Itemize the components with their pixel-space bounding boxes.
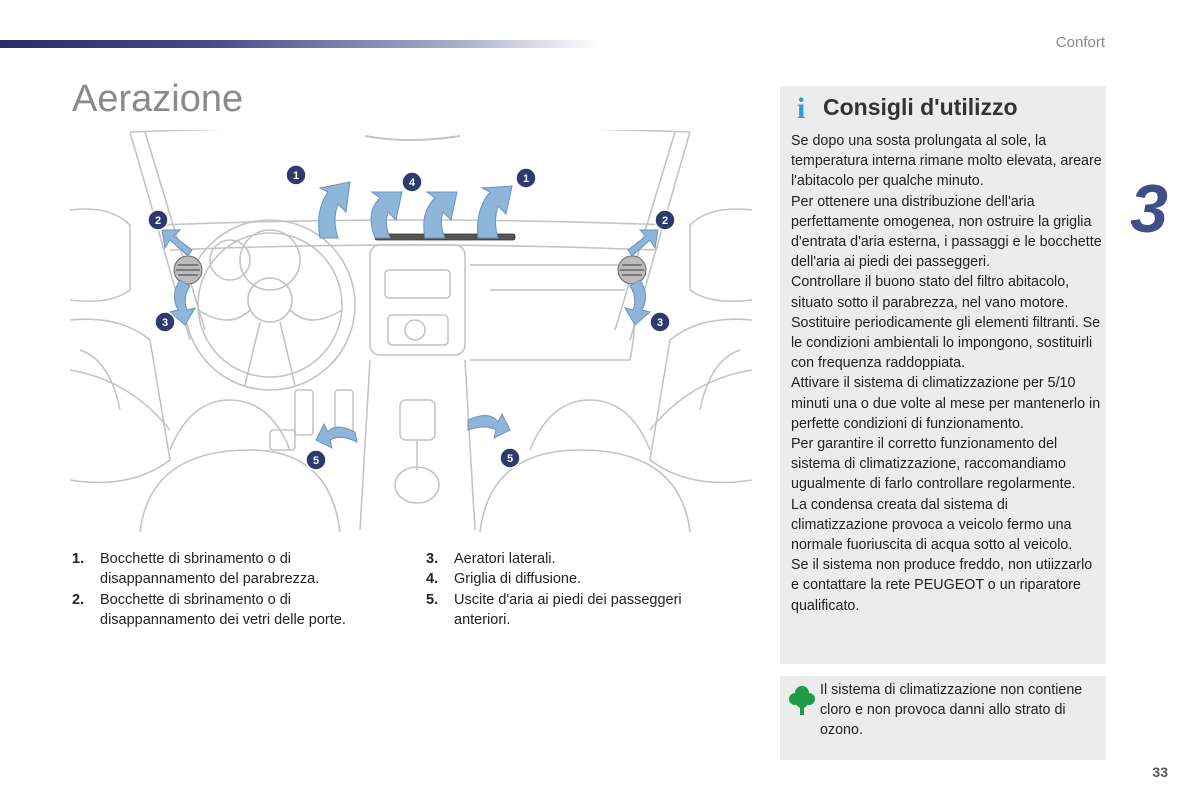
callout-badge-1-right: 1 — [515, 167, 537, 189]
legend-item-2: 2. Bocchette di sbrinamento o di disappa… — [72, 591, 346, 628]
callout-badge-3-right: 3 — [649, 311, 671, 333]
callout-badge-5-right: 5 — [499, 447, 521, 469]
legend-right-column: 3. Aeratori laterali. 4. Griglia di diff… — [426, 549, 726, 630]
svg-text:1: 1 — [293, 170, 299, 182]
svg-text:5: 5 — [313, 455, 319, 467]
callout-badge-3-left: 3 — [154, 311, 176, 333]
legend-left-column: 1. Bocchette di sbrinamento o di disappa… — [72, 549, 392, 630]
callout-badge-5-left: 5 — [305, 449, 327, 471]
page-number: 33 — [1152, 764, 1168, 780]
airflow-arrow-diffuser-right — [423, 191, 458, 239]
airflow-arrow-side-left-down — [168, 279, 197, 326]
chapter-number: 3 — [1130, 171, 1168, 247]
header-accent-bar — [0, 40, 600, 48]
callout-badge-4: 4 — [401, 171, 423, 193]
svg-text:2: 2 — [155, 215, 161, 227]
airflow-arrow-footwell-right — [467, 412, 511, 439]
svg-text:5: 5 — [507, 453, 513, 465]
airflow-arrow-side-right-down — [623, 279, 652, 326]
svg-text:2: 2 — [662, 215, 668, 227]
eco-note-box: Il sistema di climatizzazione non contie… — [780, 676, 1106, 760]
dashboard-ventilation-illustration: 1 4 1 2 2 3 3 5 5 — [70, 130, 752, 532]
svg-text:3: 3 — [657, 317, 663, 329]
left-side-vent — [173, 255, 203, 285]
callout-badge-2-left: 2 — [147, 209, 169, 231]
legend-item-5: 5. Uscite d'aria ai piedi dei passeggeri… — [426, 591, 682, 628]
info-icon: i — [797, 92, 806, 125]
airflow-arrow-windshield-left — [318, 181, 351, 239]
svg-text:1: 1 — [523, 173, 529, 185]
page-title: Aerazione — [72, 78, 244, 120]
callout-badge-2-right: 2 — [654, 209, 676, 231]
legend-item-4: 4. Griglia di diffusione. — [426, 571, 582, 588]
airflow-arrow-diffuser-left — [370, 191, 403, 239]
right-side-vent — [617, 255, 647, 285]
airflow-arrow-windshield-right — [477, 185, 513, 239]
section-label: Confort — [1055, 34, 1105, 51]
tips-text: Se dopo una sosta prolungata al sole, la… — [791, 133, 1102, 614]
svg-text:3: 3 — [162, 317, 168, 329]
tips-title: Consigli d'utilizzo — [823, 94, 1018, 120]
airflow-arrow-footwell-left — [315, 422, 358, 449]
legend-item-1: 1. Bocchette di sbrinamento o di disappa… — [72, 551, 320, 588]
svg-text:4: 4 — [409, 177, 416, 189]
airflow-arrow-side-right-up — [627, 229, 659, 257]
tips-box: i Consigli d'utilizzo Se dopo una sosta … — [780, 86, 1106, 664]
legend-item-3: 3. Aeratori laterali. — [426, 551, 556, 567]
tree-icon — [789, 686, 815, 715]
airflow-arrow-side-left-up — [161, 229, 193, 257]
eco-note-text: Il sistema di climatizzazione non contie… — [820, 682, 1083, 739]
callout-badge-1-left: 1 — [285, 164, 307, 186]
